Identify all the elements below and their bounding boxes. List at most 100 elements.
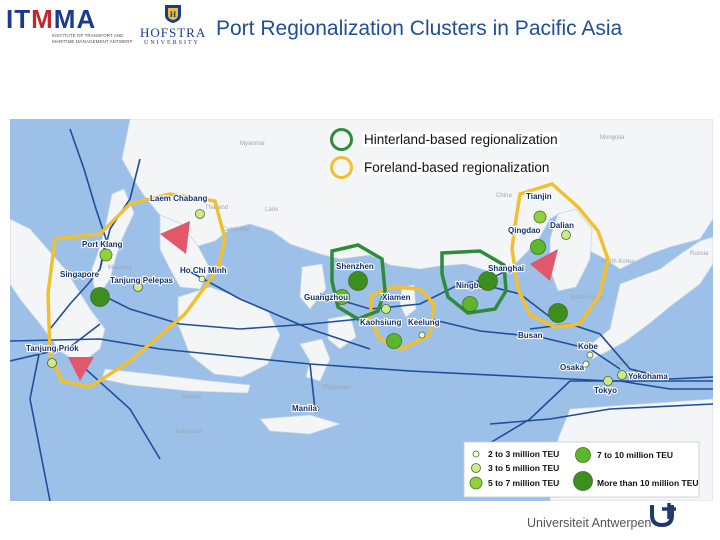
port-ho-chi-minh: Ho Chi Minh	[179, 265, 228, 283]
port-marker	[195, 209, 205, 219]
port-marker	[418, 331, 426, 339]
port-shenzhen: Shenzhen	[335, 261, 375, 291]
sumatra-island	[10, 218, 106, 365]
port-xiamen: Xiamen	[381, 292, 412, 314]
small-islands	[259, 414, 342, 435]
hinterland-clusters	[330, 243, 508, 321]
port-kaohsiung: Kaohsiung	[359, 317, 403, 349]
port-label: Ho Chi Minh	[180, 266, 227, 275]
port-marker	[90, 287, 110, 307]
header: ITMMA INSTITUTE OF TRANSPORT AND MARITIM…	[0, 0, 720, 60]
port-ningbo: Ningbo	[455, 280, 485, 312]
cluster-legend-hinterland: Hinterland-based regionalization	[330, 127, 560, 151]
port-label: Tanjung Priok	[26, 344, 79, 353]
route-pacific-1	[570, 380, 713, 390]
university-name: Universiteit Antwerpen	[527, 516, 652, 530]
port-tokyo: Tokyo	[593, 376, 618, 396]
port-guangzhou: Guangzhou	[303, 289, 350, 305]
route-singapore-north	[99, 293, 361, 330]
port-kobe: Kobe	[577, 341, 600, 359]
country-label-north-korea: North Korea	[602, 259, 635, 265]
port-marker	[530, 239, 546, 255]
port-size-legend-item: 5 to 7 million TEU	[469, 476, 559, 490]
route-to-japan	[429, 318, 621, 370]
port-osaka: Osaka	[559, 360, 590, 373]
page-title: Port Regionalization Clusters in Pacific…	[216, 17, 623, 40]
port-label: Busan	[518, 331, 543, 340]
route-indian-ocean	[29, 348, 51, 501]
port-marker	[586, 351, 594, 359]
java-island	[101, 368, 251, 394]
cluster-foreland-taiwan-strait	[368, 285, 436, 351]
port-size-legend-label: 3 to 5 million TEU	[488, 463, 559, 473]
port-label: Kaohsiung	[360, 318, 401, 327]
port-marker	[617, 370, 627, 380]
port-marker	[548, 303, 568, 323]
port-keelung: Keelung	[407, 317, 441, 339]
country-label-myanmar: Myanmar	[240, 141, 265, 147]
port-size-legend-label: 2 to 3 million TEU	[488, 449, 559, 459]
port-marker	[47, 358, 57, 368]
port-label: Laem Chabang	[150, 194, 207, 203]
itmma-logo-text: ITMMA	[6, 4, 97, 34]
port-busan: Busan	[517, 303, 568, 341]
hub-triangle-java-sea	[68, 357, 94, 381]
port-singapore: Singapore	[59, 269, 110, 307]
itmma-logo: ITMMA INSTITUTE OF TRANSPORT AND MARITIM…	[6, 4, 141, 48]
port-marker	[381, 304, 391, 314]
route-manila	[309, 363, 316, 410]
country-label-china: China	[496, 193, 512, 199]
land-masses	[10, 119, 713, 501]
port-marker	[133, 282, 143, 292]
port-size-legend-label: 5 to 7 million TEU	[488, 478, 559, 488]
port-marker	[533, 210, 547, 224]
route-southbound	[479, 380, 571, 450]
port-label: Osaka	[560, 363, 585, 372]
port-size-legend-item: 3 to 5 million TEU	[471, 463, 559, 473]
itmma-logo-subtitle-2: MARITIME MANAGEMENT ANTWERP	[52, 39, 133, 44]
port-label: Tokyo	[594, 386, 617, 395]
port-size-legend-marker	[575, 447, 591, 463]
hofstra-logo: H HOFSTRA UNIVERSITY	[140, 4, 207, 48]
port-label: Port Klang	[82, 240, 123, 249]
country-label-japan: Japan	[614, 361, 630, 367]
port-qingdao: Qingdao	[507, 225, 546, 255]
port-marker	[462, 296, 478, 312]
port-size-legend-item: 7 to 10 million TEU	[575, 447, 673, 463]
port-size-legend-label: 7 to 10 million TEU	[597, 450, 673, 460]
hinterland-ring-icon	[330, 127, 353, 151]
port-label: Manila	[292, 404, 317, 413]
port-marker	[603, 376, 613, 386]
country-label-indonesia: Indonesia	[176, 429, 203, 435]
korea-peninsula	[549, 208, 593, 292]
port-marker	[478, 271, 498, 291]
port-size-legend-marker	[472, 450, 480, 458]
port-marker	[348, 271, 368, 291]
hofstra-name: HOFSTRA	[140, 25, 207, 40]
itmma-logo-subtitle: INSTITUTE OF TRANSPORT AND	[52, 33, 124, 38]
port-label: Yokohama	[628, 372, 668, 381]
taiwan-island	[399, 284, 417, 318]
port-size-legend-item: More than 10 million TEU	[573, 471, 699, 491]
foreland-ring-icon	[330, 155, 353, 179]
port-label: Kobe	[578, 342, 599, 351]
cluster-legend-foreland-label: Foreland-based regionalization	[362, 159, 552, 175]
port-label: Qingdao	[508, 226, 541, 235]
country-label-south-korea: South Korea	[570, 295, 604, 301]
port-label: Shenzhen	[336, 262, 374, 271]
philippines-luzon	[299, 263, 327, 310]
port-label: Guangzhou	[304, 293, 348, 302]
port-shanghai: Shanghai	[478, 263, 525, 291]
hub-triangles	[68, 221, 558, 381]
port-tianjin: Tianjin	[525, 191, 553, 224]
port-laem-chabang: Laem Chabang	[149, 193, 209, 219]
port-tanjung-priok: Tanjung Priok	[25, 343, 80, 368]
malay-peninsula	[91, 188, 135, 292]
country-label-malaysia: Malaysia	[108, 265, 132, 271]
route-pacific-2	[489, 403, 713, 425]
port-label: Singapore	[60, 270, 100, 279]
hub-triangle-gulf-of-thailand	[160, 221, 190, 254]
port-tanjung-pelepas: Tanjung Pelepas	[109, 275, 175, 292]
port-label: Tanjung Pelepas	[110, 276, 174, 285]
port-marker	[386, 333, 402, 349]
